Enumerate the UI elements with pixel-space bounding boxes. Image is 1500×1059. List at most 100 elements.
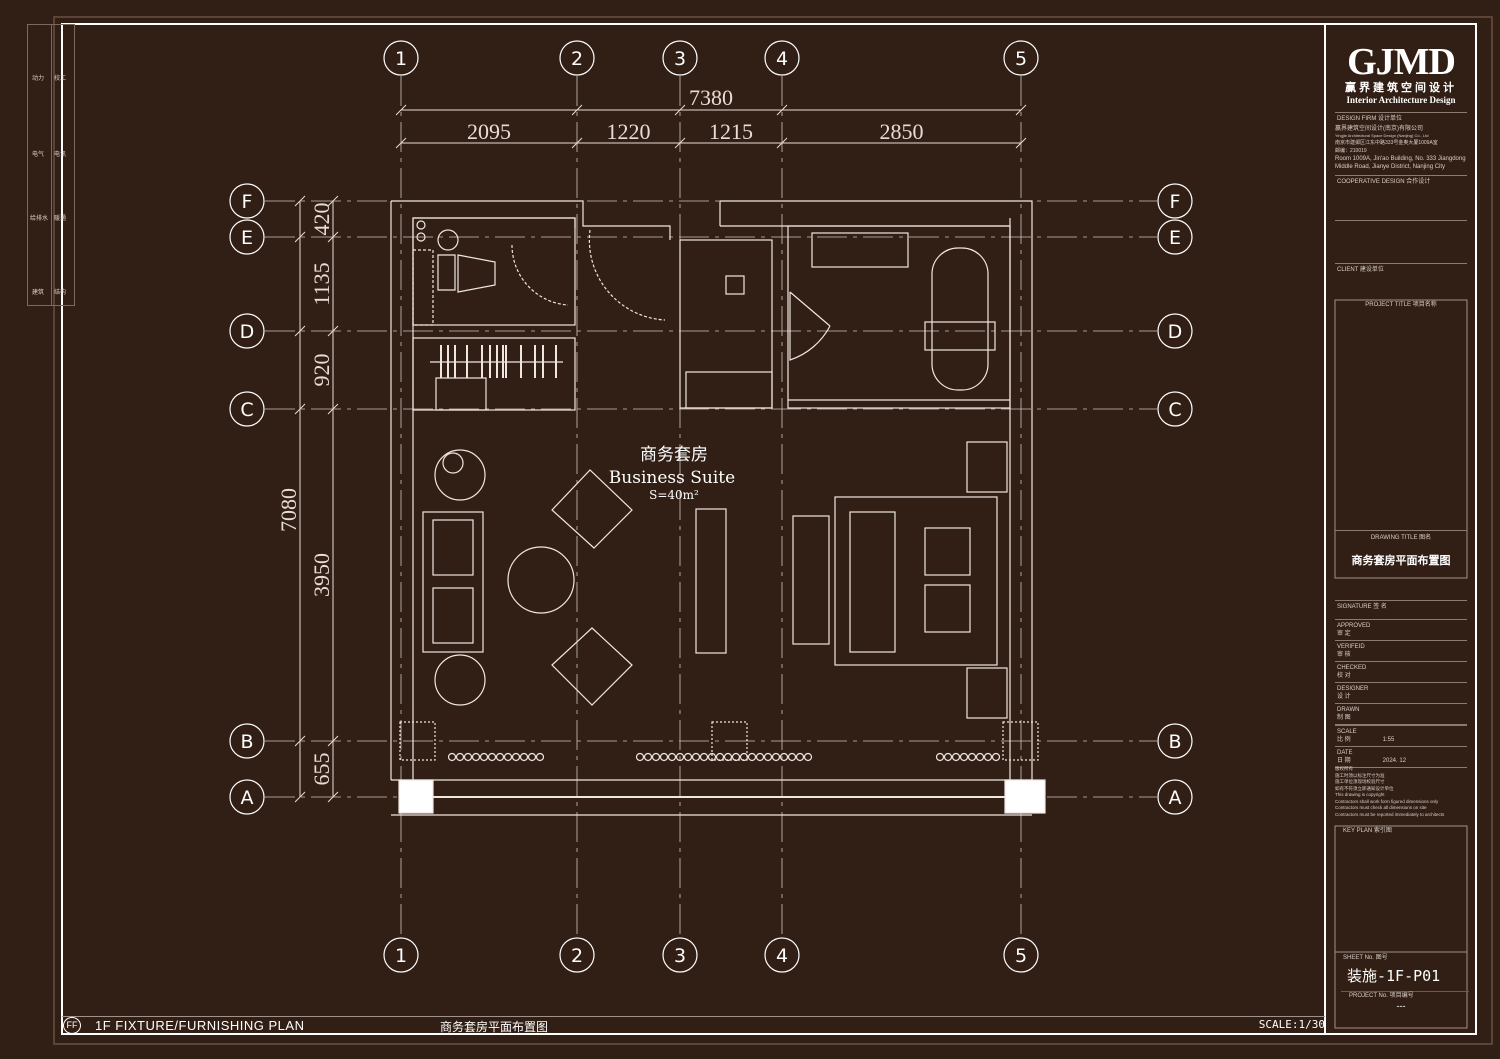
grid-label: A [241, 787, 254, 809]
overall-depth: 7080 [276, 488, 301, 532]
entry-door-swing [588, 229, 666, 321]
curtain-fold [487, 752, 497, 762]
grid-bubble-C [229, 391, 265, 427]
storage [685, 371, 773, 409]
curtain-fold [771, 752, 781, 762]
grid-label: 1 [395, 48, 407, 70]
plant [442, 452, 464, 474]
project-title-box [1334, 299, 1468, 579]
grid-bubble-5 [1003, 937, 1039, 973]
column-hatch-left [399, 721, 436, 761]
grid-bubble-F [1157, 183, 1193, 219]
project-no: --- [1396, 1001, 1406, 1011]
curtain-fold [675, 752, 685, 762]
closet-bench [435, 377, 487, 411]
curtain-fold [495, 752, 505, 762]
grid-label: D [240, 321, 255, 343]
curtain-fold [659, 752, 669, 762]
vanity [811, 232, 909, 268]
drawing-frame [61, 23, 1477, 1035]
curtain-fold [455, 752, 465, 762]
strip-label: 电气 [32, 152, 45, 158]
strip-label: 给排水 [30, 216, 49, 222]
closet [412, 337, 576, 411]
dim-tick [571, 104, 583, 116]
curtain-fold [447, 752, 457, 762]
grid-label: F [242, 191, 253, 213]
curtain-fold [707, 752, 717, 762]
discipline-strip: 动力 校工 电气 电讯 给排水 暖通 建筑 结构 [27, 24, 75, 306]
curtain-fold [739, 752, 749, 762]
grid-label: B [240, 731, 253, 753]
dim-tick [776, 137, 788, 149]
project-title-label: PROJECT TITLE 项目名称 [1365, 302, 1437, 308]
dim-tick [395, 137, 407, 149]
grid-label: 4 [776, 945, 788, 967]
grid-bubble-E [1157, 219, 1193, 255]
desk [792, 515, 830, 645]
dim-tick [1015, 137, 1027, 149]
curtain-fold [691, 752, 701, 762]
sheet-no-box [1334, 951, 1468, 1029]
strip-label: 电讯 [54, 152, 67, 158]
column-span: 1220 [607, 119, 651, 144]
curtain-fold [511, 752, 521, 762]
strip-label: 暖通 [54, 216, 67, 222]
room-name-en: Business Suite [609, 468, 735, 488]
sofa-cushion [432, 587, 474, 644]
row-span: 920 [309, 354, 334, 387]
pipe [416, 232, 426, 242]
dim-tick [294, 735, 306, 747]
drawing-title-en: 1F FIXTURE/FURNISHING PLAN [95, 1018, 305, 1033]
row-span: 1135 [309, 262, 334, 305]
curtain-fold [935, 752, 945, 762]
dim-tick [395, 104, 407, 116]
curtain-fold [787, 752, 797, 762]
curtain-fold [699, 752, 709, 762]
grid-bubble-1 [383, 937, 419, 973]
curtain-fold [667, 752, 677, 762]
curtain-fold [755, 752, 765, 762]
dim-tick [571, 137, 583, 149]
company-logo: GJMD 赢界建筑空间设计 Interior Architecture Desi… [1345, 41, 1457, 105]
nightstand [966, 667, 1008, 719]
grid-bubble-1 [383, 40, 419, 76]
grid-bubble-4 [764, 937, 800, 973]
key-plan-label: KEY PLAN 索引图 [1343, 828, 1392, 834]
dim-tick [327, 195, 339, 207]
row-span: 420 [309, 203, 334, 236]
pipe [416, 220, 426, 230]
curtain-fold [803, 752, 813, 762]
dim-tick [327, 325, 339, 337]
strip-label: 建筑 [32, 290, 45, 296]
grid-bubble-A [229, 779, 265, 815]
drawing-scale: SCALE:1/30 [1258, 1018, 1325, 1031]
curtain-fold [519, 752, 529, 762]
side-table [434, 654, 486, 706]
cooperative-design: COOPERATIVE DESIGN 合作设计 [1335, 175, 1467, 188]
strip-label: 动力 [32, 76, 45, 82]
toilet [437, 254, 496, 293]
column-span: 2095 [467, 119, 511, 144]
strip-label: 校工 [54, 76, 67, 82]
room-name-cn: 商务套房 [640, 445, 708, 465]
grid-label: A [1169, 787, 1182, 809]
grid-bubble-D [229, 313, 265, 349]
curtain-fold [951, 752, 961, 762]
strip-label: 结构 [54, 290, 67, 296]
sofa [422, 511, 484, 653]
coffee-table [507, 546, 575, 614]
curtain-fold [747, 752, 757, 762]
bathroom [787, 225, 1011, 409]
curtain-fold [779, 752, 789, 762]
copyright-notes: 版权所有施工时须以标注尺寸为准施工单位须现场校验尺寸如有不符须立即通知设计单位 … [1335, 766, 1445, 817]
curtain-fold [643, 752, 653, 762]
curtain-fold [503, 752, 513, 762]
dim-tick [674, 104, 686, 116]
grid-label: 1 [395, 945, 407, 967]
curtain-fold [463, 752, 473, 762]
grid-label: 3 [674, 945, 686, 967]
